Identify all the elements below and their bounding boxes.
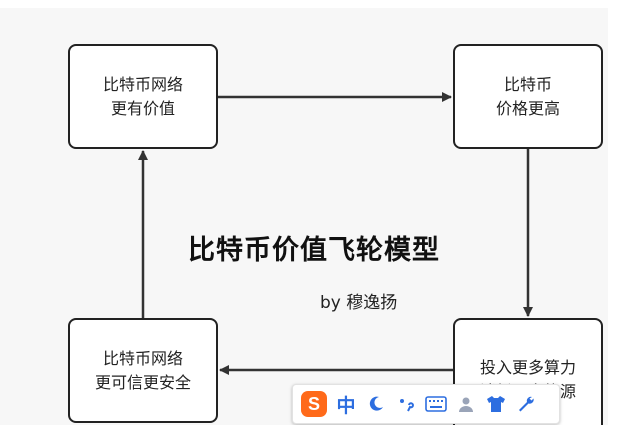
node-label-line2: 更有价值	[110, 98, 175, 118]
diagram-byline: by 穆逸扬	[320, 293, 398, 313]
node-network-more-secure: 比特币网络 更可信更安全	[68, 318, 218, 423]
node-label-line1: 比特币网络	[102, 74, 183, 94]
shirt-icon[interactable]	[485, 393, 507, 415]
node-price-higher: 比特币 价格更高	[453, 44, 603, 149]
right-margin	[608, 0, 640, 425]
ime-logo-icon[interactable]: S	[301, 391, 327, 417]
punctuation-icon[interactable]	[395, 393, 417, 415]
node-label-line1: 比特币	[503, 74, 552, 94]
node-label-line1: 投入更多算力	[479, 357, 576, 377]
node-label-line2: 更可信更安全	[94, 372, 191, 392]
node-label-line1: 比特币网络	[102, 348, 183, 368]
node-label-line2: 价格更高	[495, 98, 560, 118]
moon-icon[interactable]	[365, 393, 387, 415]
keyboard-icon[interactable]	[425, 393, 447, 415]
ime-toolbar[interactable]: S 中	[292, 384, 560, 424]
user-icon[interactable]	[455, 393, 477, 415]
wrench-icon[interactable]	[515, 393, 537, 415]
top-margin	[0, 0, 640, 8]
ime-mode-toggle[interactable]: 中	[336, 394, 356, 417]
node-network-more-valuable: 比特币网络 更有价值	[68, 44, 218, 149]
diagram-title: 比特币价值飞轮模型	[188, 235, 440, 266]
